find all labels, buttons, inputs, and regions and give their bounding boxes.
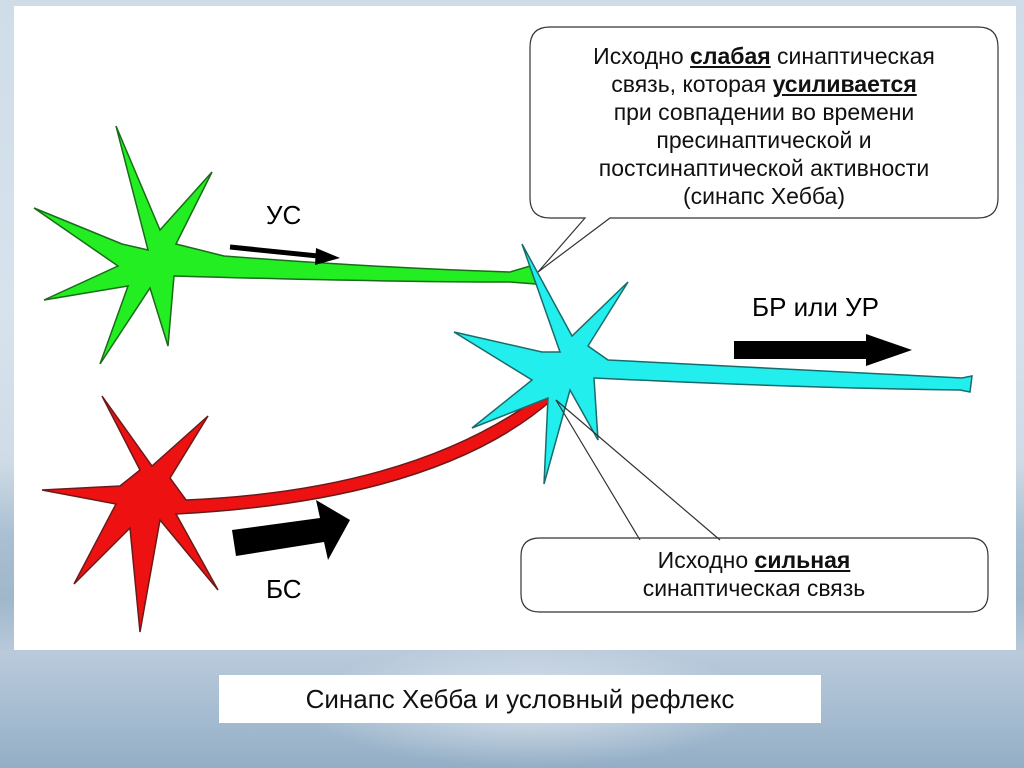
callout-weak-l3: при совпадении во времени	[613, 99, 915, 125]
callout-strong-text: Исходно сильная синаптическая связь	[522, 546, 986, 602]
arrow-br-ur	[734, 334, 912, 366]
callout-weak-text: Исходно слабая синаптическая связь, кото…	[532, 42, 996, 210]
callout-strong-l1-pre: Исходно	[657, 547, 755, 573]
callout-weak-shape	[529, 26, 999, 273]
label-br-ur: БР или УР	[752, 292, 879, 322]
callout-strong-l2: синаптическая связь	[642, 575, 866, 601]
cyan-neuron	[453, 243, 973, 485]
green-neuron	[33, 125, 538, 365]
callout-weak-l4: пресинаптической и	[656, 127, 872, 153]
arrow-bs	[232, 500, 350, 560]
label-us: УС	[266, 200, 302, 230]
callout-weak-l1-post: синаптическая	[770, 43, 935, 69]
callout-strong-l1-bold: сильная	[754, 547, 851, 573]
callout-weak-l2-bold: усиливается	[772, 71, 917, 97]
callout-weak-l1-pre: Исходно	[593, 43, 691, 69]
diagram-caption: Синапс Хебба и условный рефлекс	[219, 675, 821, 723]
callout-strong-shape	[520, 399, 989, 613]
callout-weak-l2-pre: связь, которая	[611, 71, 773, 97]
callout-weak-l6: (синапс Хебба)	[683, 183, 845, 209]
arrow-us	[229, 244, 340, 265]
callout-weak-l5: постсинаптической активности	[598, 155, 930, 181]
red-neuron	[41, 388, 556, 633]
callout-weak-l1-bold: слабая	[690, 43, 771, 69]
caption-text: Синапс Хебба и условный рефлекс	[305, 683, 735, 714]
label-bs: БС	[266, 574, 302, 604]
